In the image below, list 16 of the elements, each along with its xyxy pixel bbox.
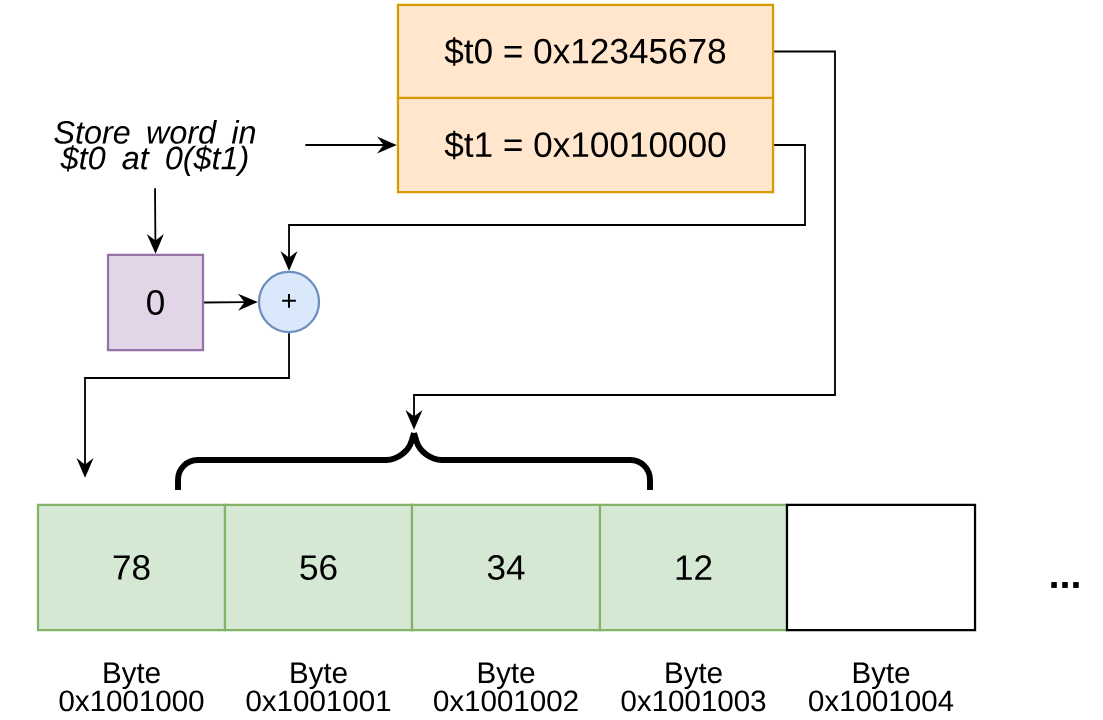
- instruction-text: Store word in $t0 at 0($t1): [54, 120, 256, 176]
- address-label: Byte 0x1001003: [621, 662, 766, 712]
- curly-brace: [175, 432, 653, 490]
- offset-box: 0: [106, 253, 205, 352]
- address-label: Byte 0x1001000: [59, 662, 204, 712]
- register-box: $t1 = 0x10010000: [396, 96, 775, 194]
- register-box: $t0 = 0x12345678: [396, 3, 775, 100]
- memory-cell: 56: [223, 503, 414, 632]
- memory-cell: 78: [36, 503, 227, 632]
- memory-cell: 12: [598, 503, 789, 632]
- ellipsis: ...: [1051, 582, 1079, 588]
- address-label: Byte 0x1001004: [809, 662, 954, 712]
- memory-cell: [785, 503, 977, 632]
- address-label: Byte 0x1001001: [246, 662, 391, 712]
- address-label: Byte 0x1001002: [434, 662, 578, 712]
- memory-cell: 34: [410, 503, 602, 632]
